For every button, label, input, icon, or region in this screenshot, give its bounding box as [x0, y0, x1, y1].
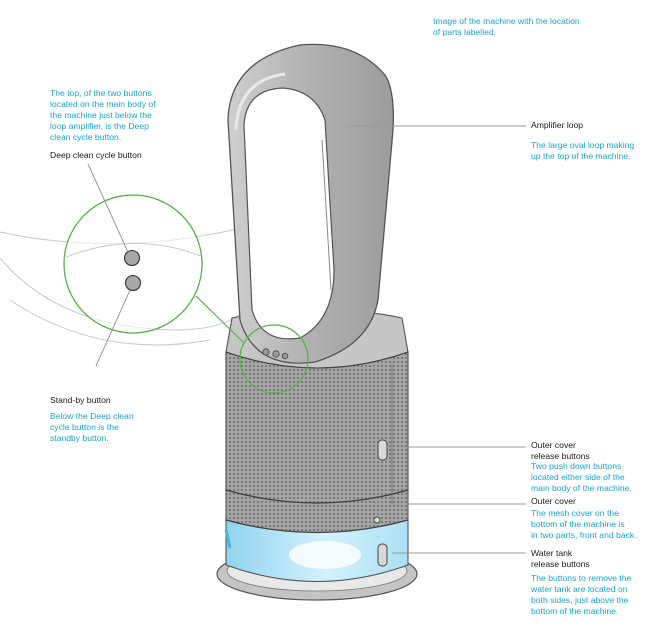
outer-cover-release-note: Two push down buttons located either sid… [531, 461, 632, 493]
zoom-standby-button [124, 274, 142, 292]
amplifier-loop-note: The large oval loop making up the top of… [531, 140, 635, 161]
outer-cover-note: The mesh cover on the bottom of the mach… [531, 508, 637, 540]
deep-clean-title: Deep clean cycle button [50, 150, 142, 160]
standby-note: Below the Deep clean cycle button is the… [50, 411, 134, 443]
intro-note: Image of the machine with the location o… [433, 16, 580, 37]
zoom-circle-small [239, 324, 309, 394]
body-button-bottom [272, 350, 280, 358]
deep-clean-note: The top, of the two buttons located on t… [50, 88, 156, 142]
outer-cover-title: Outer cover [531, 496, 576, 506]
outer-cover-release-title: Outer cover release buttons [531, 440, 590, 461]
water-tank-release-title: Water tank release buttons [531, 548, 590, 569]
body-button-top [262, 348, 270, 356]
leader-lines [87, 125, 526, 554]
water-tank-release-note: The buttons to remove the water tank are… [531, 573, 632, 616]
water-tank-release-button [377, 543, 388, 567]
outer-cover-release-button [377, 439, 388, 461]
standby-title: Stand-by button [50, 395, 111, 405]
amplifier-loop-title: Amplifier loop [531, 120, 584, 130]
main-body-mesh [225, 351, 409, 504]
zoom-deep-clean-button [123, 249, 141, 267]
